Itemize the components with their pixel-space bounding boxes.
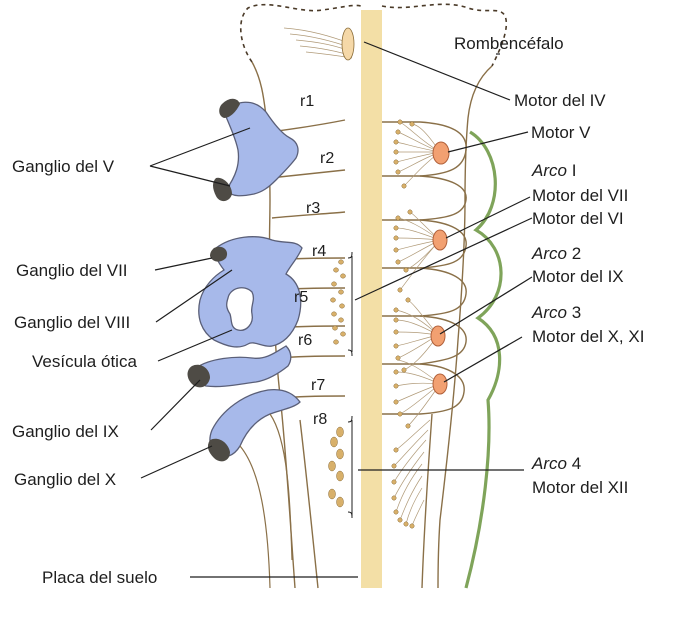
label-motor-x-xi: Motor del X, XI [532, 327, 644, 346]
leader-lines [140, 41, 533, 578]
motor-v-nucleus [432, 141, 450, 165]
motor-fibres-xii [393, 419, 431, 527]
label-r5: r5 [294, 289, 308, 306]
tube-right-inner [421, 413, 433, 589]
motor-ix-nucleus [430, 325, 446, 347]
label-arco-1: Arco I [531, 161, 576, 180]
motor-vii-nucleus [432, 229, 448, 251]
label-r6: r6 [298, 332, 312, 349]
label-arco-2: Arco 2 [531, 244, 581, 263]
label-ganglio-v: Ganglio del V [12, 157, 115, 176]
tube-left-inner [299, 419, 319, 589]
label-r7: r7 [311, 377, 325, 394]
label-motor-vi: Motor del VI [532, 209, 624, 228]
label-ganglio-ix: Ganglio del IX [12, 422, 119, 441]
label-motor-ix: Motor del IX [532, 267, 624, 286]
label-motor-xii: Motor del XII [532, 478, 628, 497]
ganglion-v [213, 98, 299, 202]
pharyngeal-arches [464, 130, 503, 589]
label-r3: r3 [306, 200, 320, 217]
ganglion-x [207, 388, 301, 589]
motor-x-nucleus [432, 373, 448, 395]
tube-right-outline [437, 65, 493, 589]
label-motor-v: Motor V [531, 123, 591, 142]
ganglion-vii-viii [198, 236, 303, 348]
label-ganglio-vii: Ganglio del VII [16, 261, 128, 280]
label-vesicula-otica: Vesícula ótica [32, 352, 137, 371]
label-arco-3: Arco 3 [531, 303, 581, 322]
left-labels: Ganglio del V Ganglio del VII Ganglio de… [12, 157, 157, 587]
dashed-top-edge [240, 3, 508, 67]
right-labels: Rombencéfalo Motor del IV Motor V Arco I… [454, 34, 644, 497]
motor-vi-column [330, 251, 353, 357]
motor-iv-nucleus [283, 27, 355, 61]
label-r8: r8 [313, 411, 327, 428]
label-motor-iv: Motor del IV [514, 91, 606, 110]
label-rombencefalo: Rombencéfalo [454, 34, 564, 53]
label-arco-4: Arco 4 [531, 454, 581, 473]
label-ganglio-viii: Ganglio del VIII [14, 313, 130, 332]
floor-plate [361, 10, 382, 588]
ganglion-ix [187, 345, 292, 388]
label-r2: r2 [320, 150, 334, 167]
motor-fibre-dots [391, 119, 415, 529]
rhombomere-labels: r1 r2 r3 r4 r5 r6 r7 r8 [294, 93, 334, 428]
label-motor-vii: Motor del VII [532, 186, 628, 205]
label-ganglio-x: Ganglio del X [14, 470, 116, 489]
label-r1: r1 [300, 93, 314, 110]
motor-xii-column [328, 415, 353, 519]
label-placa-suelo: Placa del suelo [42, 568, 157, 587]
label-r4: r4 [312, 243, 326, 260]
